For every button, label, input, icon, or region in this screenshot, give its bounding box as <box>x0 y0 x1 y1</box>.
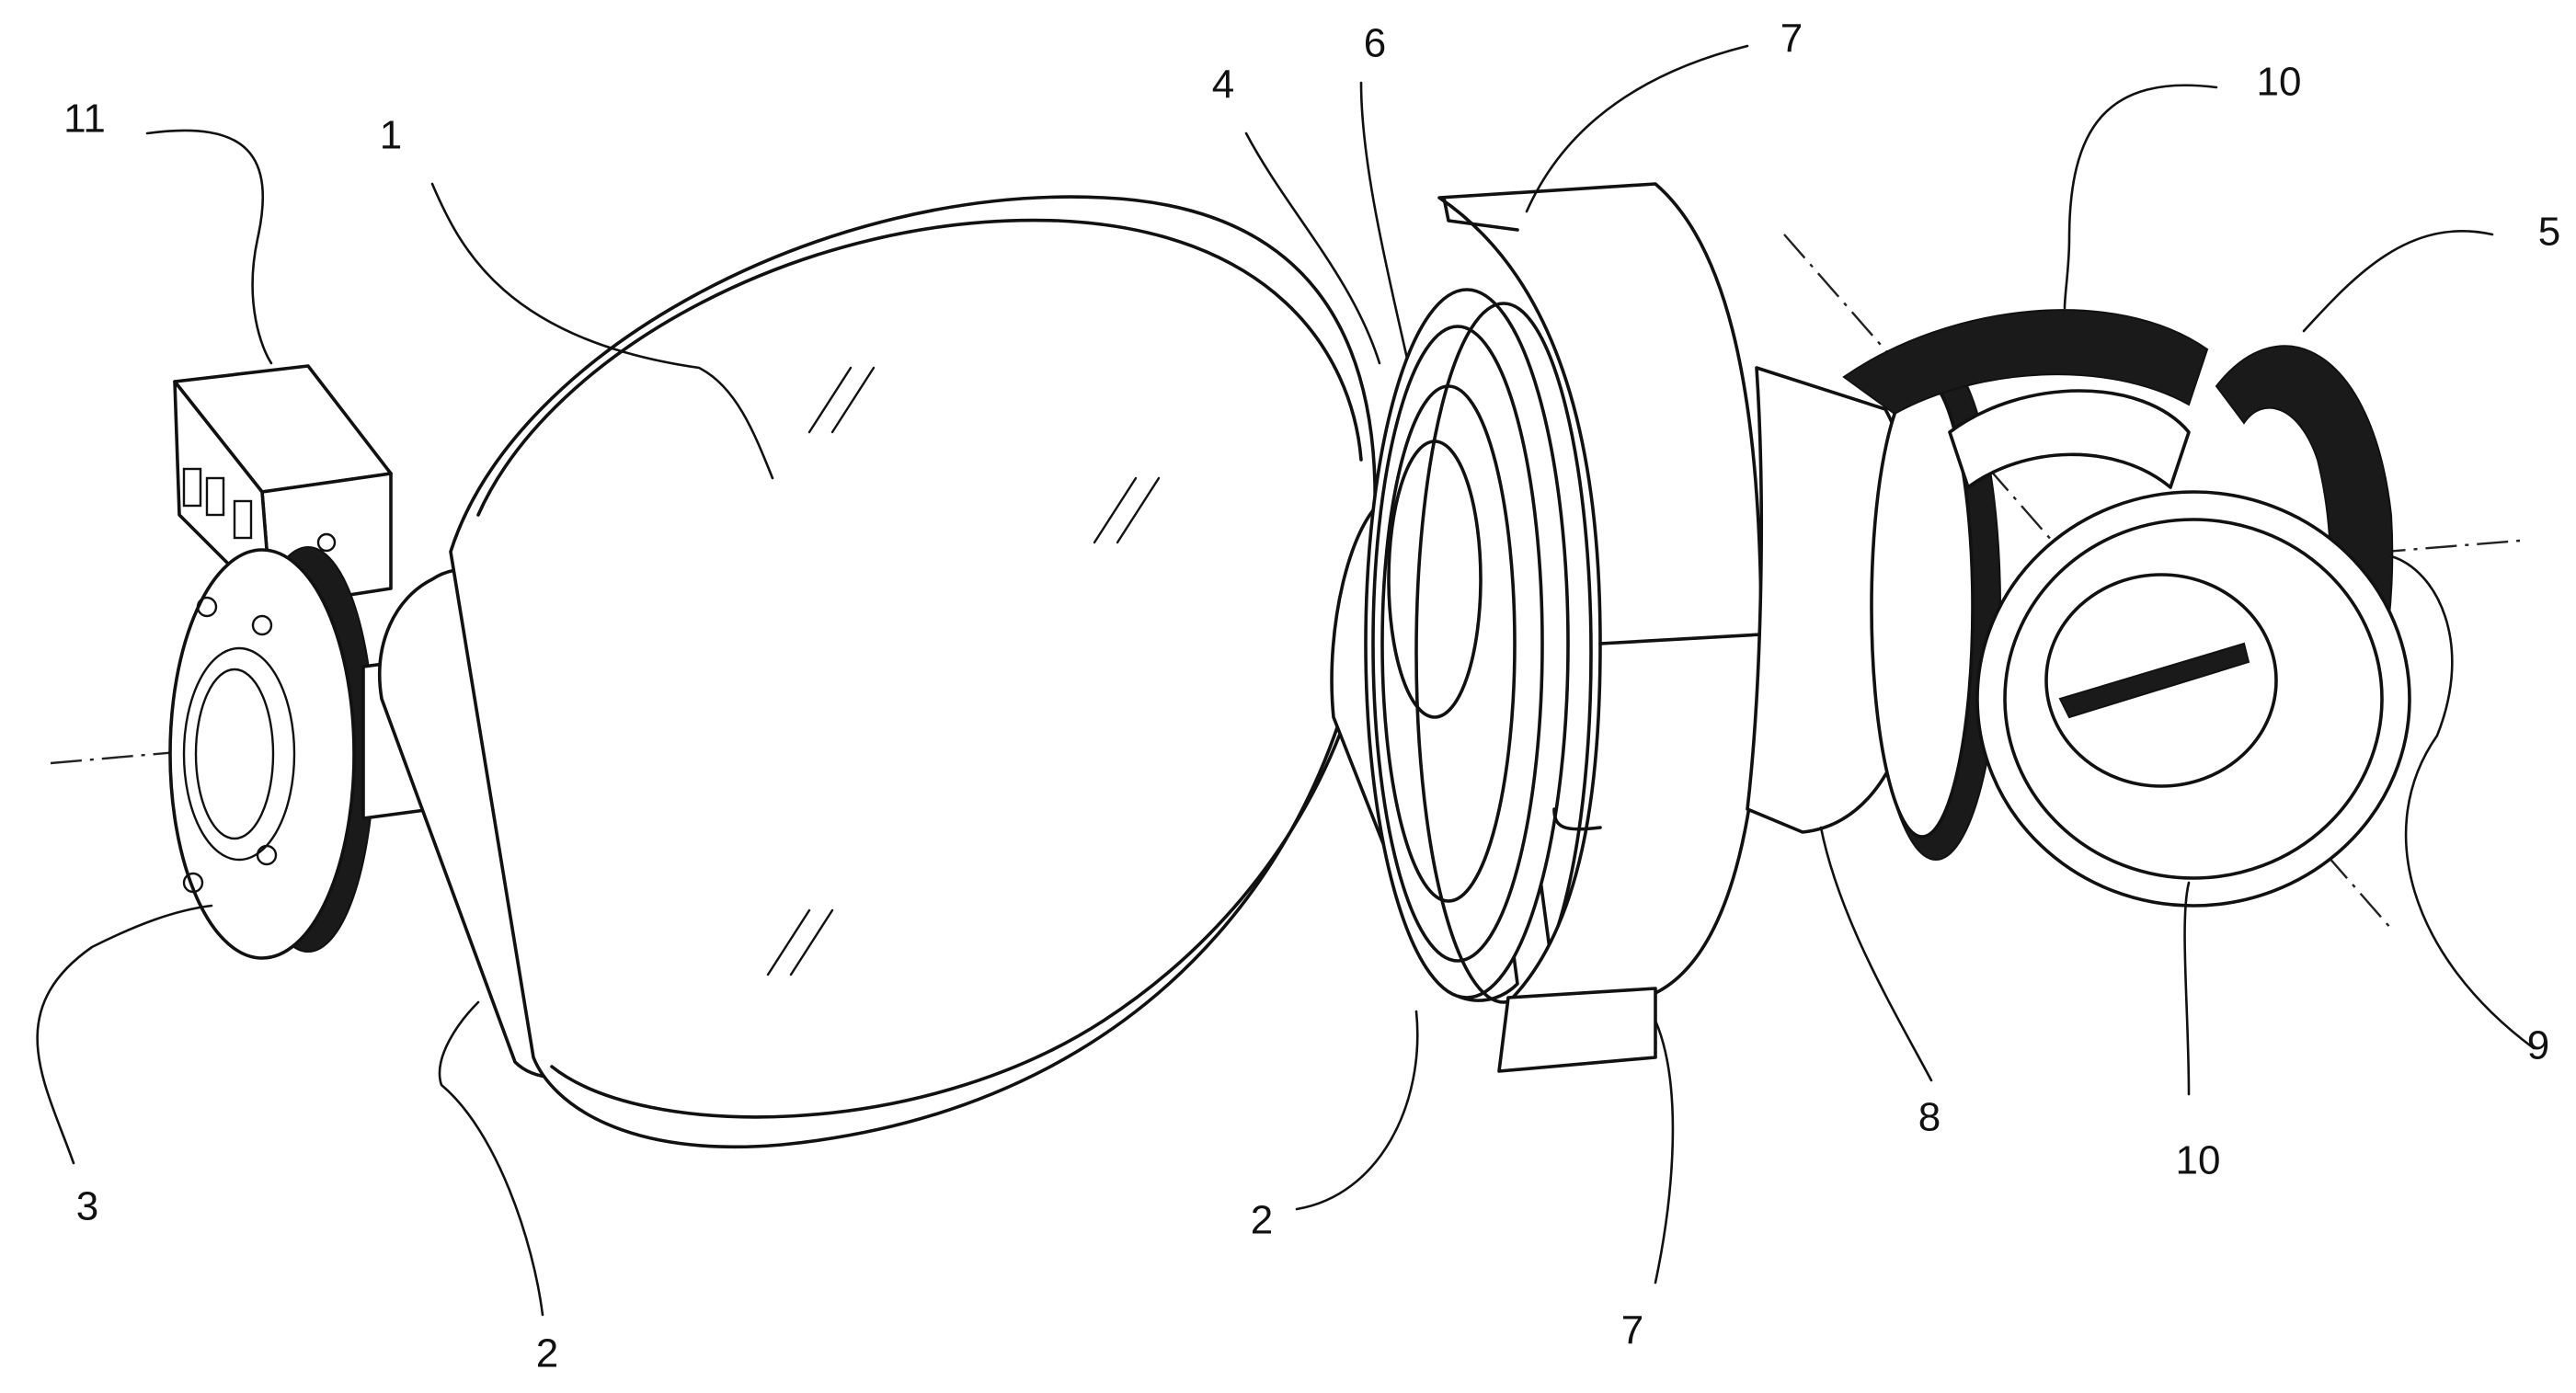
label-10-top: 10 <box>2257 60 2302 105</box>
label-11: 11 <box>63 97 106 142</box>
part-3-flange <box>168 546 375 960</box>
part-10-bottom-gear <box>1975 490 2411 908</box>
label-2-mid: 2 <box>1251 1198 1273 1243</box>
label-7-bottom: 7 <box>1621 1308 1643 1353</box>
label-9: 9 <box>2527 1023 2549 1068</box>
label-6: 6 <box>1364 21 1386 66</box>
label-1: 1 <box>380 113 402 158</box>
label-5: 5 <box>2538 210 2560 255</box>
label-4: 4 <box>1212 63 1234 108</box>
reference-labels: 11 1 4 6 7 10 5 3 2 2 7 8 10 9 <box>63 17 2560 1376</box>
label-2-left: 2 <box>536 1331 558 1376</box>
part-1-bladder <box>449 195 1379 1149</box>
label-8: 8 <box>1918 1095 1941 1140</box>
part-11-block <box>173 364 393 609</box>
label-10-bottom: 10 <box>2176 1138 2221 1183</box>
label-3: 3 <box>76 1184 98 1229</box>
part-10-top-bevel-gear <box>1842 309 2209 489</box>
leader-lines <box>36 44 2536 1317</box>
glass-hatch-marks <box>766 366 1161 976</box>
label-7-top: 7 <box>1780 17 1803 62</box>
part-4-6-rings <box>1364 288 1593 1004</box>
